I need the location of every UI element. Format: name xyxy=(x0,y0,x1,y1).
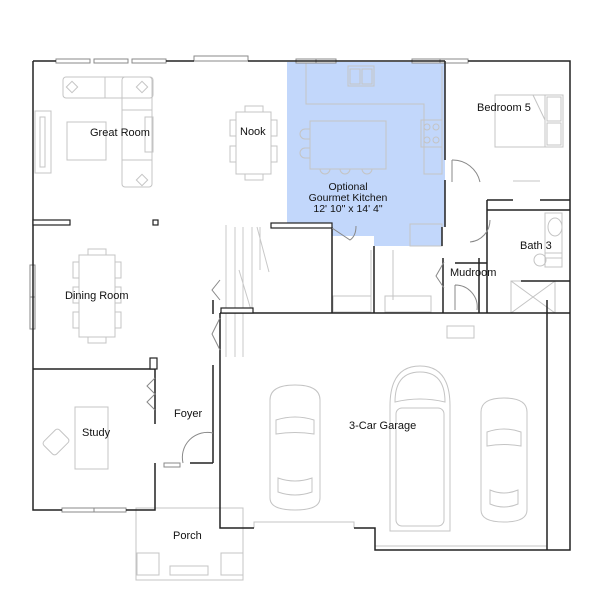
fixtures xyxy=(34,62,564,581)
room-label-garage[interactable]: 3-Car Garage xyxy=(349,420,417,432)
room-label-dining-room[interactable]: Dining Room xyxy=(65,290,129,302)
room-label-mudroom[interactable]: Mudroom xyxy=(450,267,497,279)
room-label-kitchen[interactable]: Optional Gourmet Kitchen 12' 10" x 14' 4… xyxy=(298,182,398,215)
doors xyxy=(146,159,491,464)
room-label-study[interactable]: Study xyxy=(82,427,111,439)
kitchen-label-line2: Gourmet Kitchen xyxy=(308,192,388,204)
room-label-nook[interactable]: Nook xyxy=(240,126,266,138)
room-label-porch[interactable]: Porch xyxy=(173,530,202,542)
room-label-great-room[interactable]: Great Room xyxy=(90,127,150,139)
room-label-foyer[interactable]: Foyer xyxy=(174,408,203,420)
kitchen-dimensions: 12' 10" x 14' 4" xyxy=(313,203,383,215)
kitchen-label-line1: Optional xyxy=(328,181,368,193)
kitchen-highlight[interactable] xyxy=(287,62,445,246)
room-label-bath-3[interactable]: Bath 3 xyxy=(520,240,552,252)
room-label-bedroom-5[interactable]: Bedroom 5 xyxy=(477,102,531,114)
